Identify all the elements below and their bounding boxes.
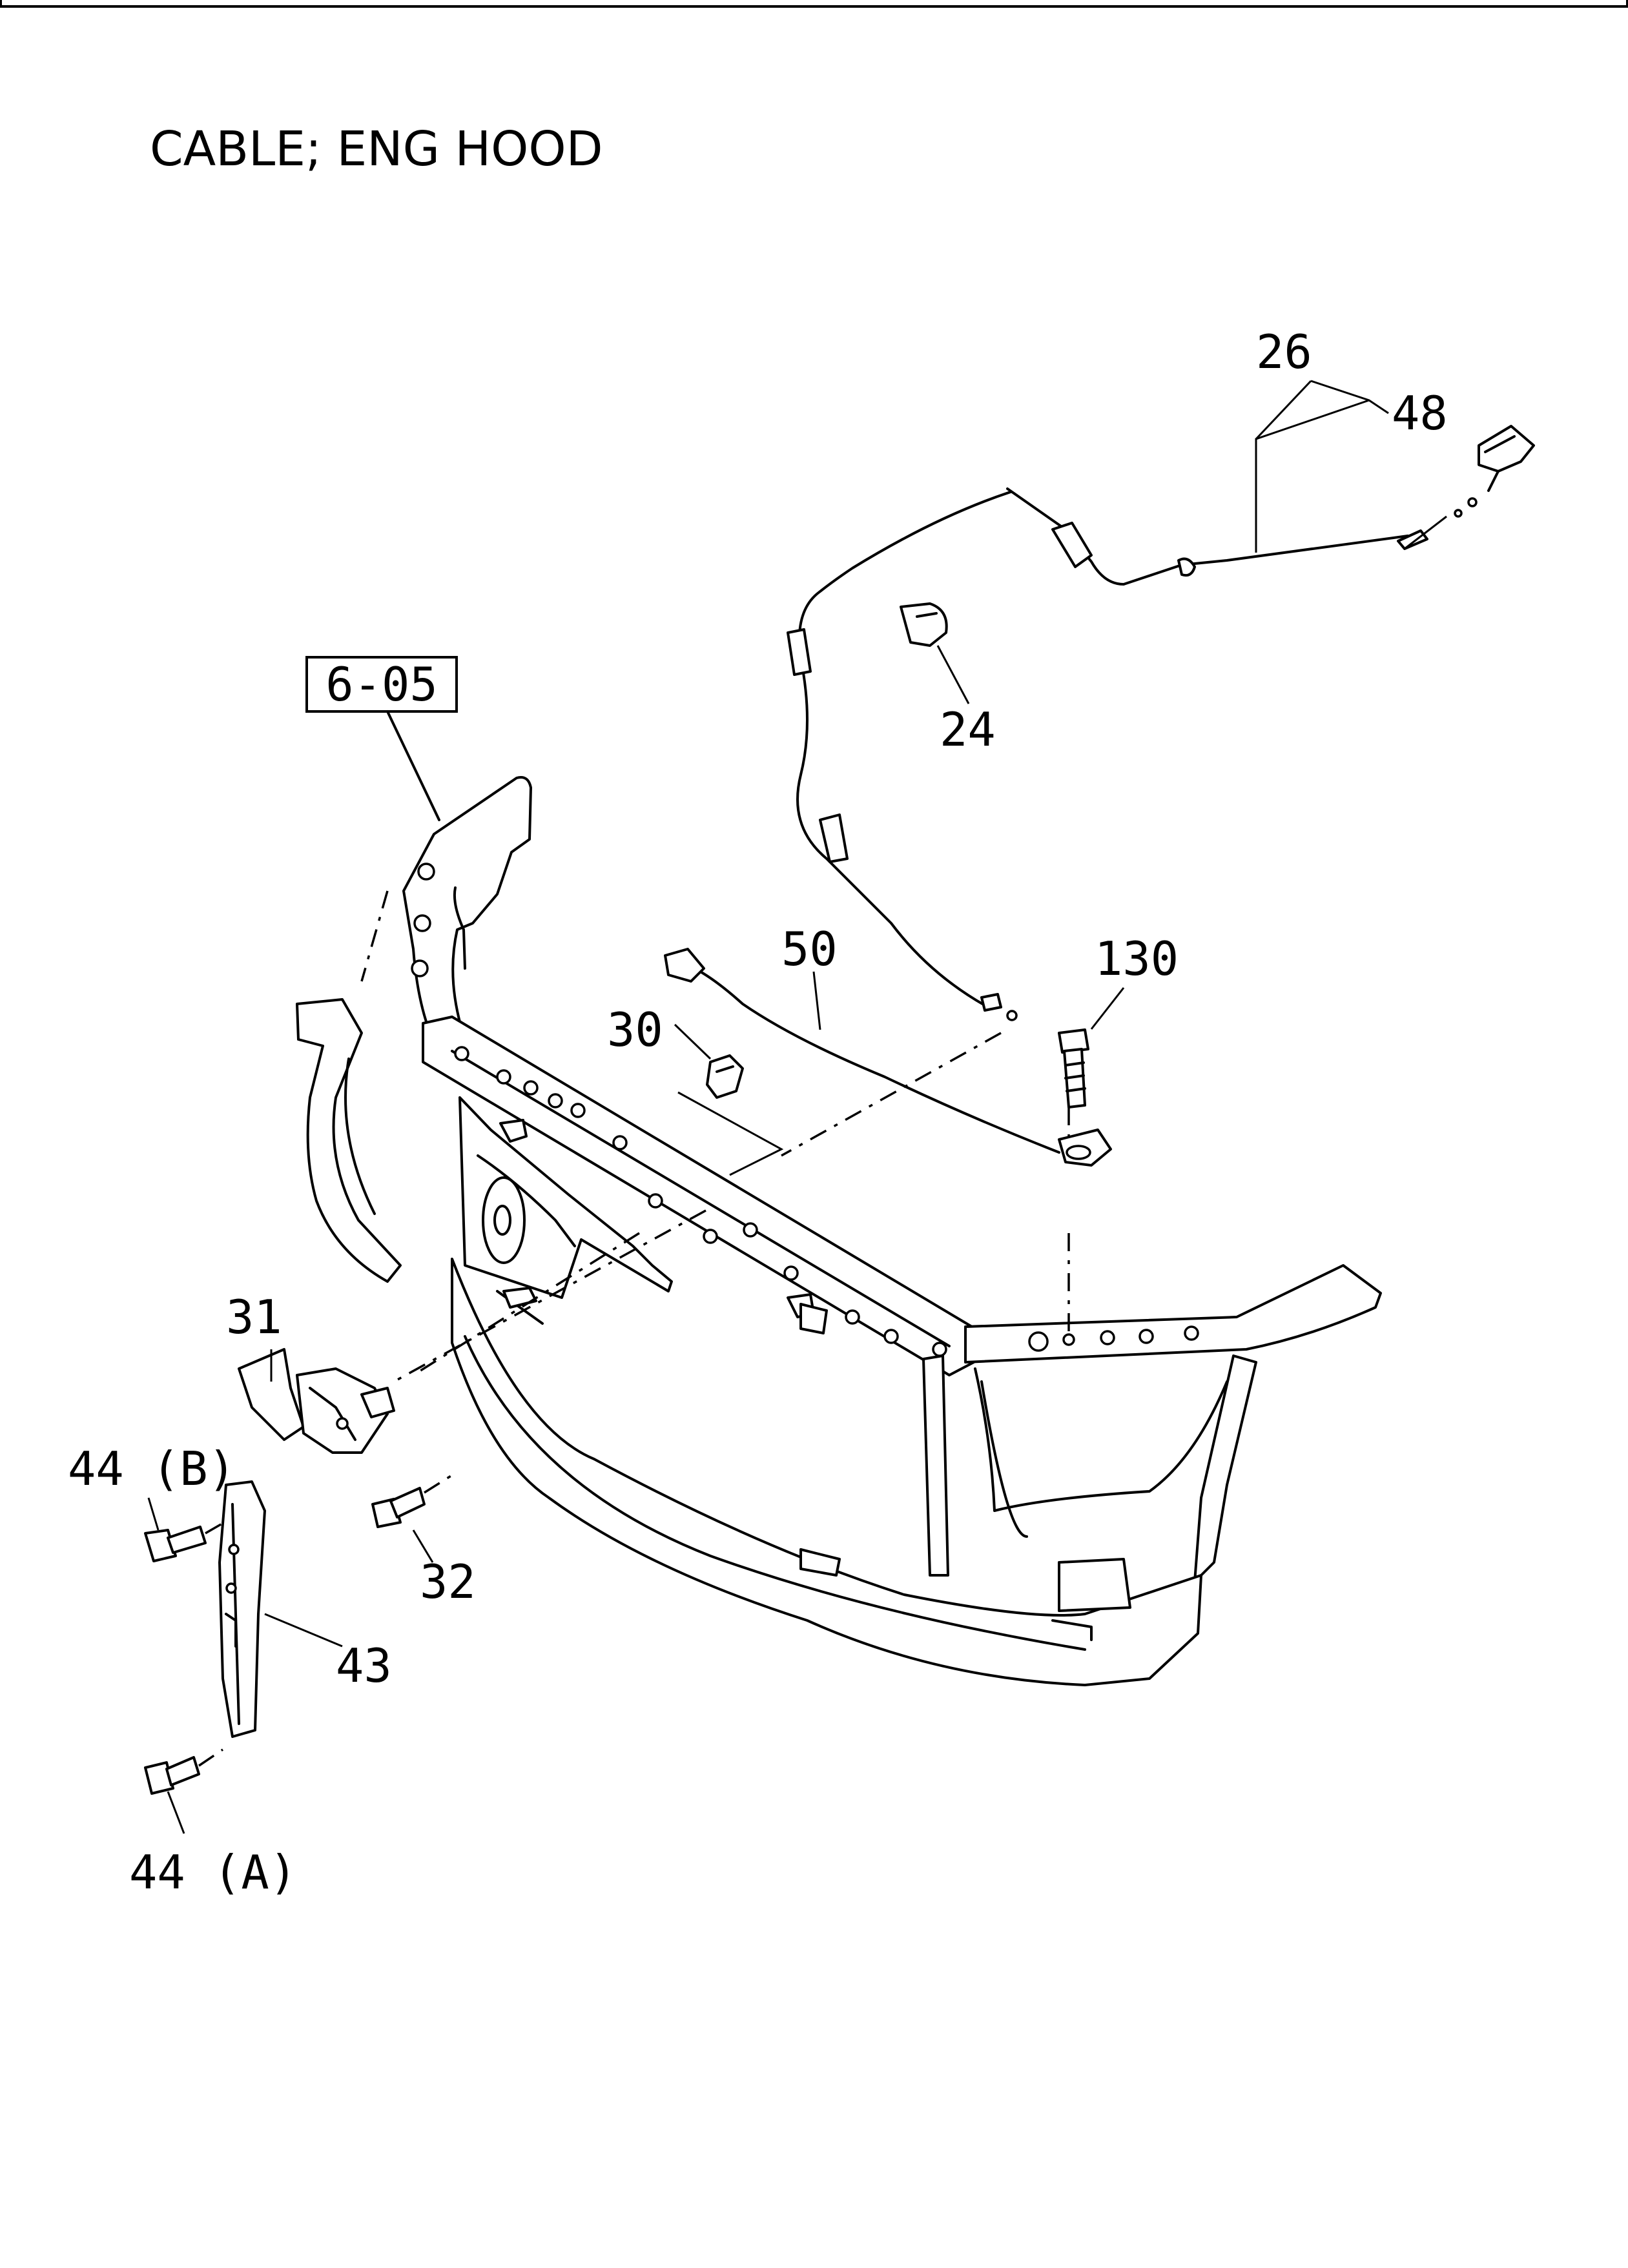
right-border-tick	[1626, 0, 1628, 8]
reference-box-6-05: 6-05	[305, 656, 458, 821]
reference-box-label: 6-05	[325, 657, 437, 711]
hood-latch-part-31	[238, 1348, 395, 1454]
callout-48: 48	[1392, 386, 1448, 440]
hood-release-cable	[787, 380, 1428, 1021]
callout-43: 43	[336, 1639, 392, 1693]
cable-part-50	[664, 948, 1112, 1167]
callout-50: 50	[781, 922, 838, 976]
callout-24: 24	[940, 702, 996, 757]
callout-130: 130	[1095, 932, 1179, 986]
clip-part-24	[900, 602, 970, 704]
callout-labels: 26 48 24 50 130 30 31 44 (B) 32 43 44 (A…	[68, 325, 1448, 1899]
bolt-part-130	[1058, 987, 1125, 1108]
callout-44a: 44 (A)	[129, 1845, 297, 1899]
callout-32: 32	[420, 1555, 476, 1609]
callout-30: 30	[607, 1003, 663, 1057]
bolt-part-44b	[144, 1497, 240, 1562]
callout-44b: 44 (B)	[68, 1442, 236, 1496]
diagram-title: CABLE; ENG HOOD	[150, 121, 603, 177]
release-handle-part-48	[1404, 425, 1535, 550]
top-border-line	[0, 5, 1628, 8]
bolt-part-32	[371, 1474, 453, 1563]
front-end-panel	[296, 776, 1382, 1686]
callout-31: 31	[226, 1290, 282, 1344]
bolt-part-44a	[144, 1748, 223, 1834]
clip-part-30	[674, 1023, 744, 1099]
left-border-tick	[0, 0, 2, 8]
callout-26: 26	[1256, 325, 1312, 379]
latch-support-part-43	[218, 1480, 343, 1738]
